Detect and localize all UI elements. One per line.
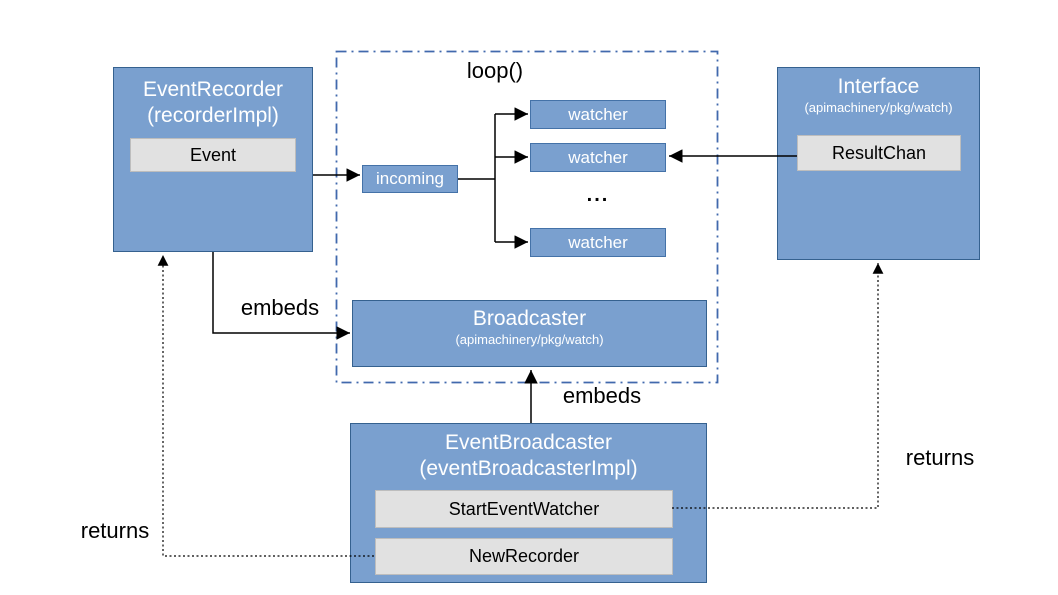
broadcaster-box: Broadcaster (apimachinery/pkg/watch) bbox=[352, 300, 707, 367]
event-broadcaster-subtitle: (eventBroadcasterImpl) bbox=[419, 457, 638, 480]
watchers-ellipsis: ... bbox=[586, 184, 610, 206]
loop-label: loop() bbox=[466, 58, 524, 83]
embeds-label-broadcaster: embeds bbox=[562, 383, 642, 408]
event-broadcaster-title: EventBroadcaster bbox=[445, 431, 612, 454]
returns-label-left: returns bbox=[80, 518, 150, 543]
event-recorder-box: EventRecorder (recorderImpl) Event bbox=[113, 67, 313, 252]
interface-box: Interface (apimachinery/pkg/watch) Resul… bbox=[777, 67, 980, 260]
interface-subtitle: (apimachinery/pkg/watch) bbox=[804, 100, 953, 115]
watcher-box-2: watcher bbox=[530, 143, 666, 172]
watcher-box-3: watcher bbox=[530, 228, 666, 257]
event-broadcaster-box: EventBroadcaster (eventBroadcasterImpl) … bbox=[350, 423, 707, 583]
starteventwatcher-method-box: StartEventWatcher bbox=[375, 490, 673, 528]
resultchan-method-box: ResultChan bbox=[797, 135, 961, 171]
broadcaster-title: Broadcaster bbox=[472, 307, 587, 330]
newrecorder-method-box: NewRecorder bbox=[375, 538, 673, 575]
event-recorder-title: EventRecorder bbox=[142, 78, 284, 101]
broadcaster-subtitle: (apimachinery/pkg/watch) bbox=[455, 332, 604, 347]
interface-title: Interface bbox=[837, 75, 920, 98]
incoming-box: incoming bbox=[362, 165, 458, 193]
returns-label-right: returns bbox=[905, 445, 975, 470]
event-recorder-subtitle: (recorderImpl) bbox=[147, 104, 279, 127]
embeds-label-recorder: embeds bbox=[240, 295, 320, 320]
watcher-box-1: watcher bbox=[530, 100, 666, 129]
event-method-box: Event bbox=[130, 138, 296, 172]
